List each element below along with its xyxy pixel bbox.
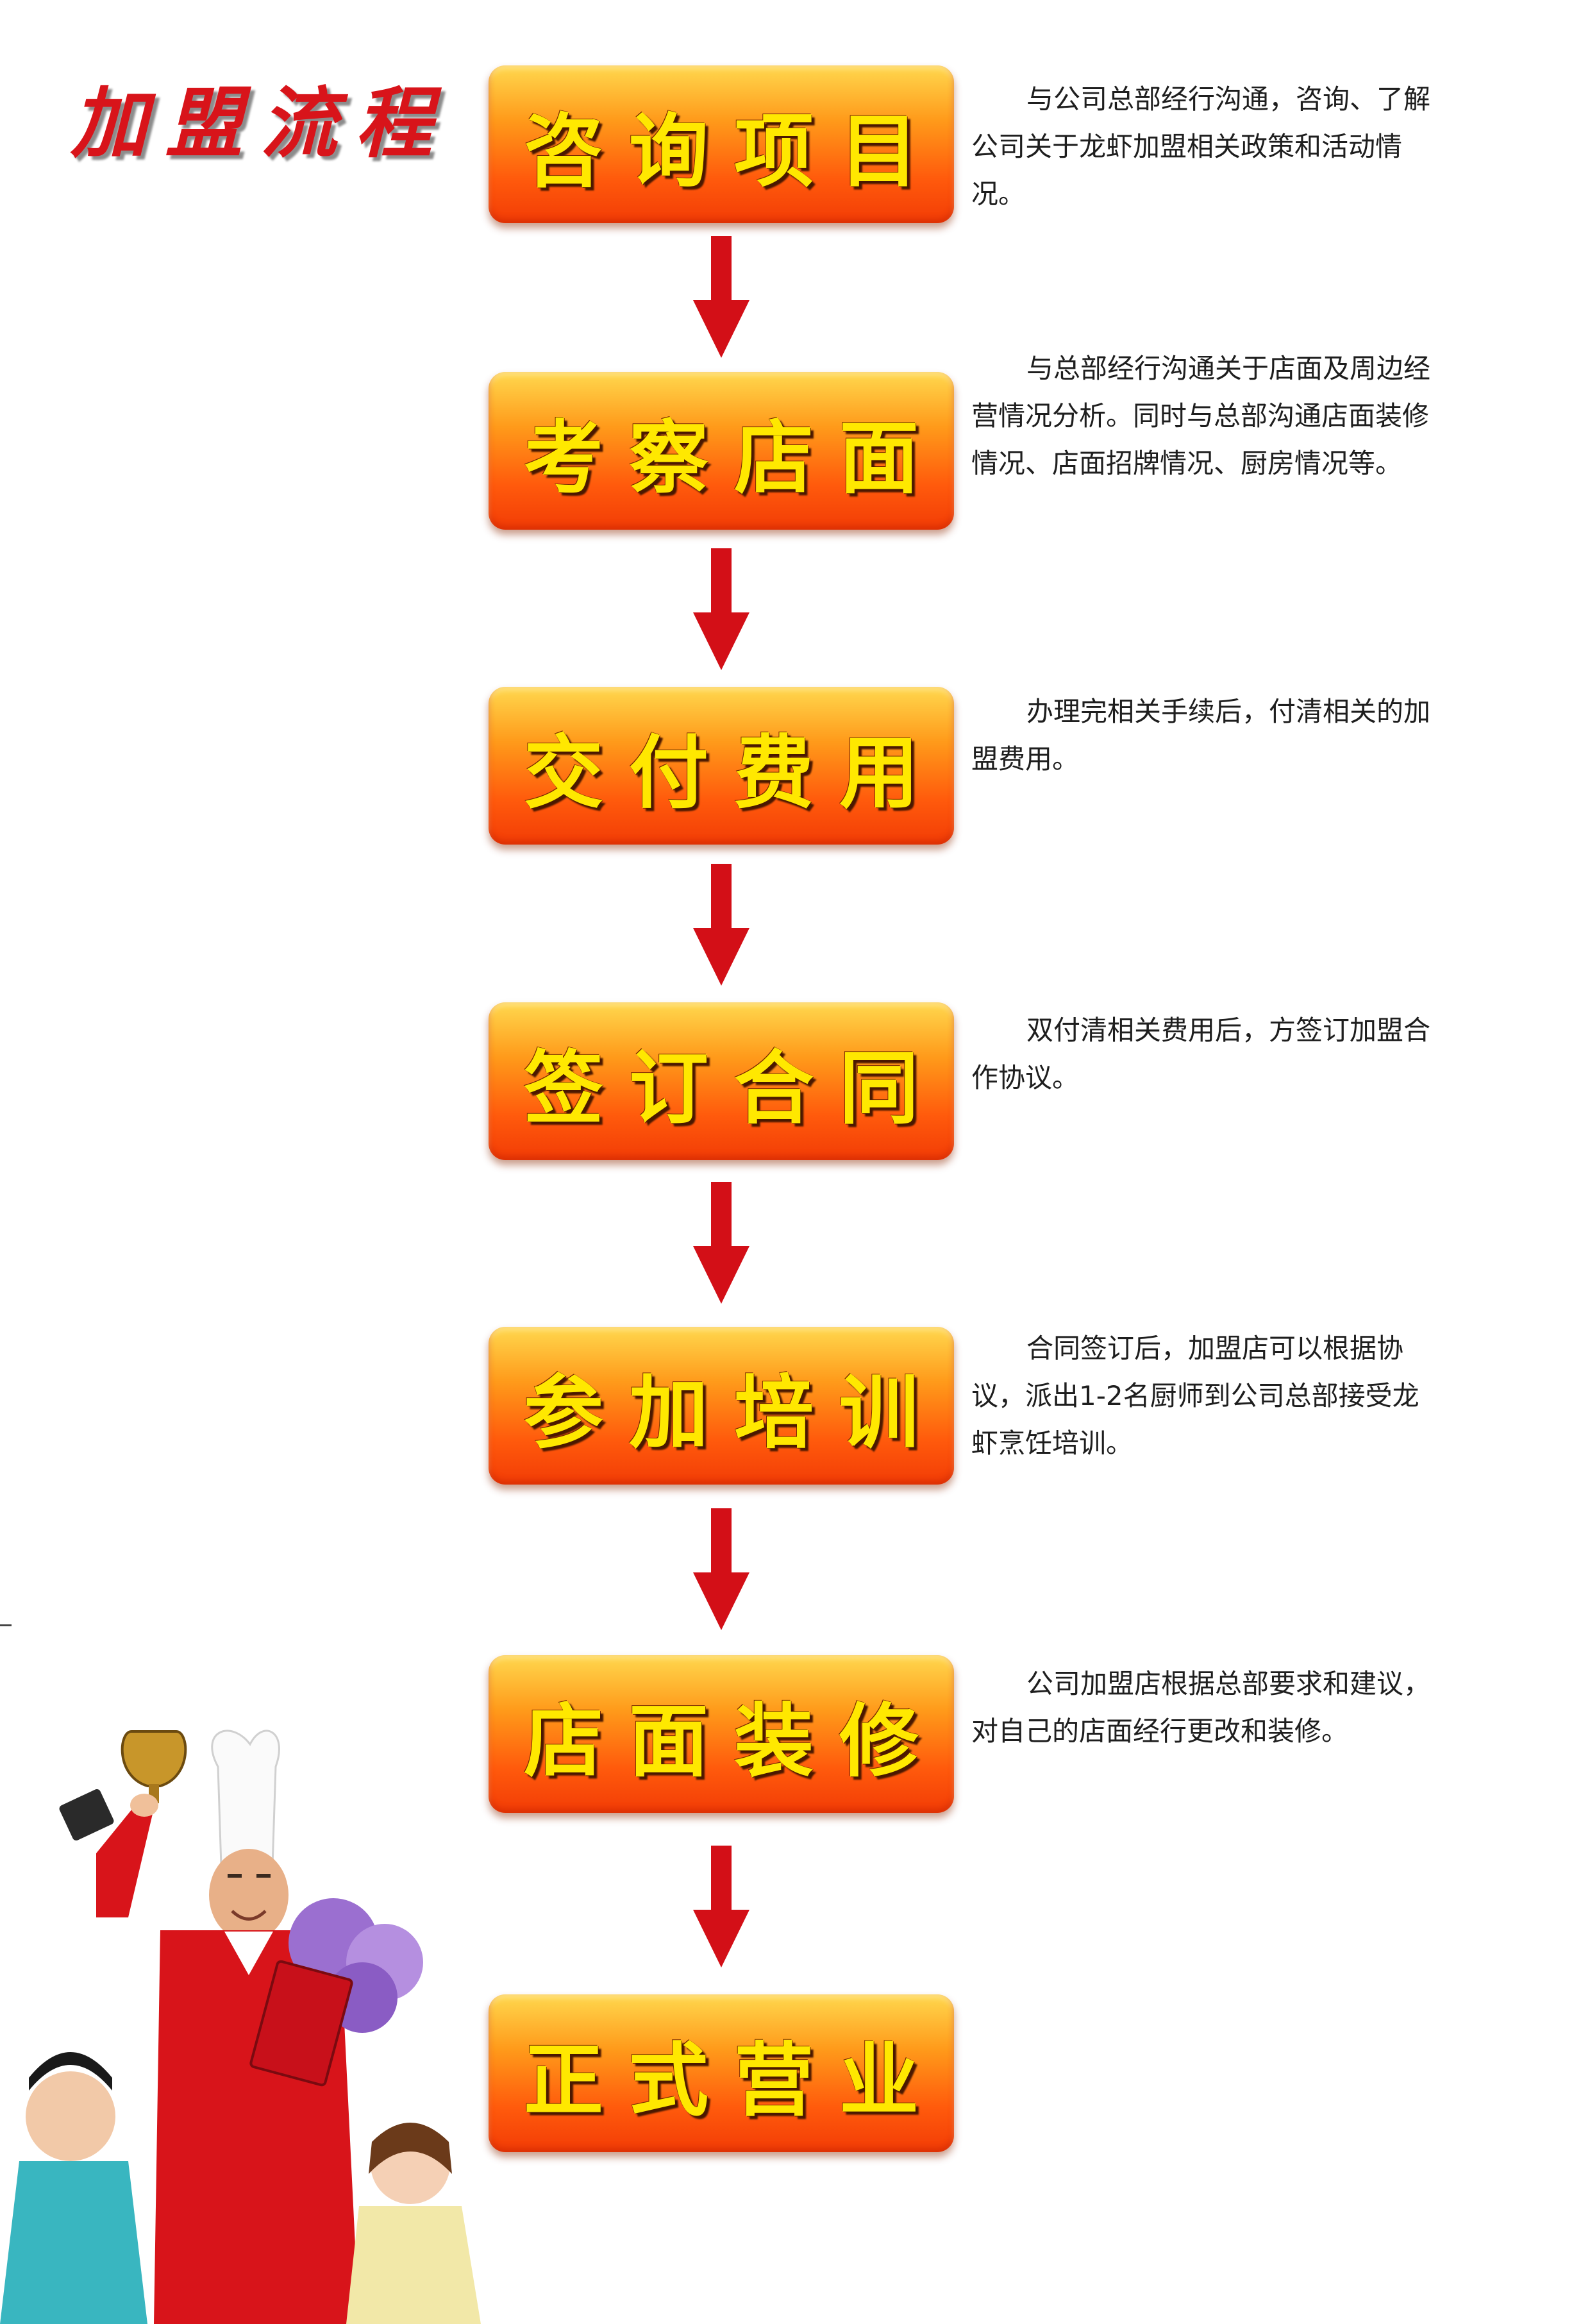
step-label: 正式营业	[523, 2035, 944, 2127]
step-label: 店面装修	[523, 1696, 944, 1788]
step-label: 交付费用	[523, 727, 944, 820]
step-store-renovation: 店面装修	[489, 1655, 954, 1813]
step-label: 签订合同	[523, 1043, 944, 1135]
step-official-opening: 正式营业	[489, 1994, 954, 2152]
step-label: 考察店面	[523, 412, 944, 505]
step-sign-contract: 签订合同	[489, 1002, 954, 1160]
down-arrow-icon	[693, 864, 749, 986]
down-arrow-icon	[693, 236, 749, 358]
step-label: 咨询项目	[523, 106, 944, 198]
step-attend-training: 参加培训	[489, 1327, 954, 1485]
step-description: 公司加盟店根据总部要求和建议，对自己的店面经行更改和装修。	[971, 1668, 1431, 1747]
page-title: 加盟流程	[71, 78, 450, 169]
step-description: 与总部经行沟通关于店面及周边经营情况分析。同时与总部沟通店面装修情况、店面招牌情…	[971, 353, 1431, 479]
step-description: 办理完相关手续后，付清相关的加盟费用。	[971, 696, 1431, 775]
chef-celebration-illustration	[0, 1730, 481, 2324]
step-description: 双付清相关费用后，方签订加盟合作协议。	[971, 1015, 1431, 1093]
step-inspect-store: 考察店面	[489, 372, 954, 530]
step-consult-project: 咨询项目	[489, 65, 954, 223]
step-label: 参加培训	[523, 1367, 944, 1460]
down-arrow-icon	[693, 548, 749, 670]
trophy-icon	[59, 1730, 187, 1841]
down-arrow-icon	[693, 1182, 749, 1304]
step-description: 与公司总部经行沟通，咨询、了解公司关于龙虾加盟相关政策和活动情况。	[971, 83, 1431, 210]
down-arrow-icon	[693, 1846, 749, 1967]
edge-mark	[0, 1624, 12, 1626]
step-description: 合同签订后，加盟店可以根据协议，派出1-2名厨师到公司总部接受龙虾烹饪培训。	[971, 1333, 1419, 1459]
down-arrow-icon	[693, 1508, 749, 1630]
step-pay-fees: 交付费用	[489, 687, 954, 845]
